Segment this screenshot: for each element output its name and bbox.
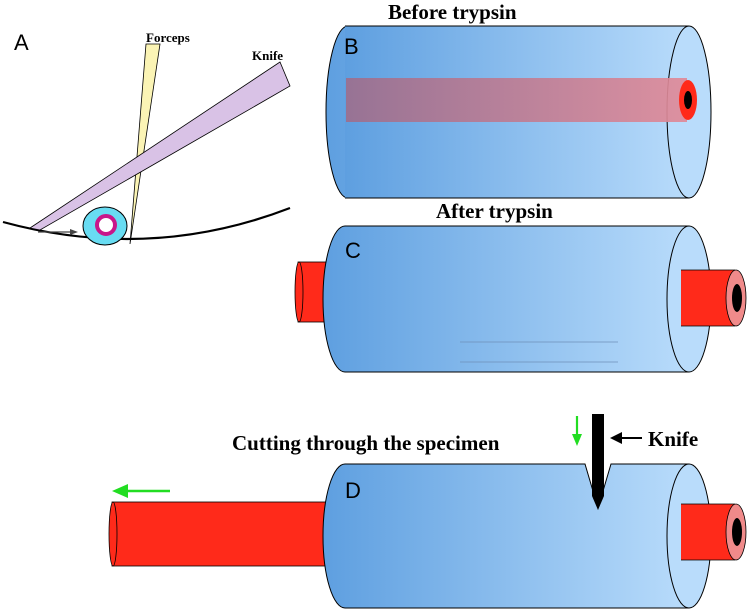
panel-c-title: After trypsin	[436, 199, 553, 223]
forceps-label: Forceps	[146, 30, 190, 45]
vessel-lumen-b	[684, 91, 692, 109]
panel-d-title: Cutting through the specimen	[232, 431, 500, 455]
panel-a-letter: A	[14, 30, 29, 55]
vessel-strip-b	[346, 78, 687, 122]
pull-arrow-head-d	[112, 484, 128, 498]
knife-label-a: Knife	[252, 48, 283, 63]
down-arrow-head-d	[572, 434, 582, 446]
tissue-cylinder-body-d	[322, 463, 690, 609]
specimen-lumen	[102, 221, 110, 229]
panel-b-letter: B	[344, 34, 359, 59]
vessel-right-outline-d	[681, 503, 735, 561]
panel-d: Cutting through the specimen Knife D	[108, 414, 747, 609]
knife-pointer-head-d	[610, 432, 622, 444]
dish-curve	[2, 206, 291, 241]
tissue-cylinder-outline-b	[345, 25, 689, 199]
panel-b: Before trypsin B	[325, 0, 712, 199]
push-arrow-head	[70, 229, 78, 235]
vessel-pulled-left-d	[111, 501, 333, 567]
knife-blade-d	[592, 414, 604, 510]
tissue-cylinder-body-c	[322, 225, 690, 373]
vessel-right-lumen-d	[732, 518, 742, 546]
panel-b-title: Before trypsin	[388, 0, 517, 24]
vessel-right-lumen-c	[732, 284, 742, 312]
vessel-stub-left-end-c	[294, 261, 304, 323]
vessel-right-outline-c	[681, 269, 735, 327]
vessel-pulled-left-end-d	[108, 501, 118, 567]
panel-c: After trypsin C	[294, 199, 747, 373]
knife-blade-shape	[28, 61, 291, 231]
panel-a: A Forceps Knife	[2, 30, 291, 246]
forceps-shape	[129, 43, 161, 245]
knife-label-d: Knife	[648, 427, 698, 451]
panel-c-letter: C	[345, 238, 361, 263]
panel-d-letter: D	[345, 478, 361, 503]
